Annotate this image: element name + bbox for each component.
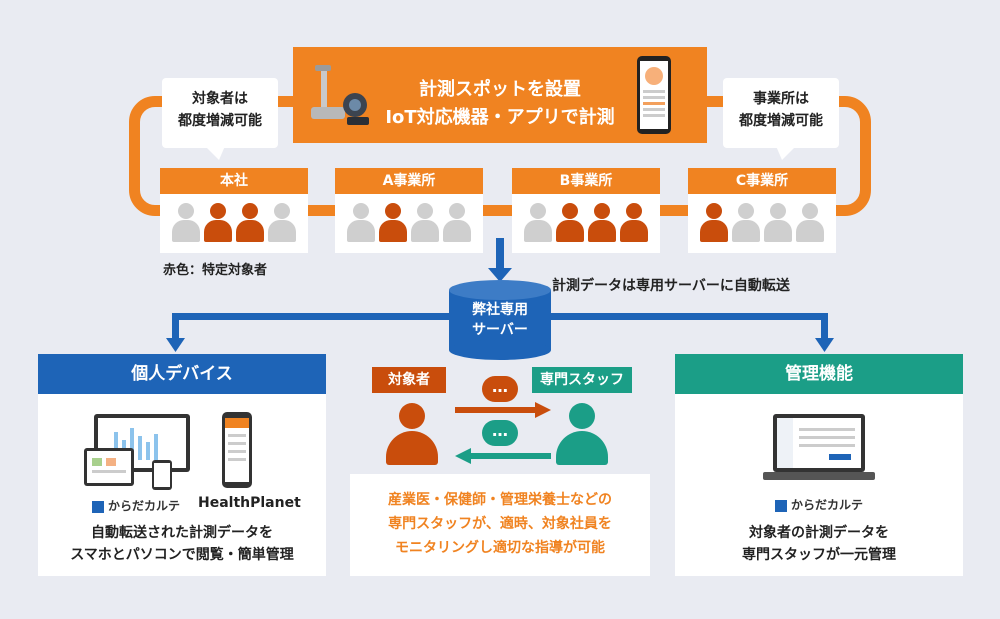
right-panel-caption: 対象者の計測データを 専門スタッフが一元管理: [675, 522, 963, 566]
personal-device-panel: 個人デバイス からだカルテ HealthPlanet 自動転送された計測データを…: [38, 354, 326, 576]
person-icon-target: [700, 203, 728, 243]
person-icon-target: [236, 203, 264, 243]
server-cylinder-icon: [449, 280, 551, 360]
person-icon: [732, 203, 760, 243]
phone-app-icon: [222, 412, 252, 488]
panel-title: 管理機能: [675, 354, 963, 394]
left-bubble-tail: [205, 146, 225, 160]
left-bubble-line1: 対象者は: [192, 91, 248, 107]
chat-bubble-icon: …: [482, 420, 518, 446]
office-people: [688, 203, 836, 243]
middle-caption-box: 産業医・保健師・管理栄養士などの 専門スタッフが、適時、対象社員を モニタリング…: [350, 474, 650, 576]
right-bubble-tail: [776, 146, 796, 160]
caption-line3: モニタリングし適切な指導が可能: [395, 540, 605, 556]
office-c: C事業所: [688, 168, 836, 253]
measurement-spot-box: 計測スポットを設置 IoT対応機器・アプリで計測: [293, 47, 707, 143]
brand-logo-icon: [775, 499, 787, 512]
person-icon: [524, 203, 552, 243]
office-name: 本社: [160, 168, 308, 194]
brand-name: からだカルテ: [108, 499, 181, 513]
subject-person-icon: [386, 403, 438, 467]
transfer-note: 計測データは専用サーバーに自動転送: [552, 278, 790, 294]
office-honsha: 本社: [160, 168, 308, 253]
body-scale-icon: [311, 65, 369, 125]
middle-caption: 産業医・保健師・管理栄養士などの 専門スタッフが、適時、対象社員を モニタリング…: [350, 488, 650, 560]
office-people: [512, 203, 660, 243]
brand-name: からだカルテ: [791, 498, 864, 512]
left-bubble-line2: 都度増減可能: [178, 113, 262, 129]
panel-title: 個人デバイス: [38, 354, 326, 394]
server-label: 弊社専用 サーバー: [449, 300, 551, 340]
person-icon: [347, 203, 375, 243]
karada-karte-logo: からだカルテ: [92, 497, 180, 514]
office-people: [160, 203, 308, 243]
laptop-icon: [763, 414, 875, 480]
chat-bubble-icon: …: [482, 376, 518, 402]
person-icon: [764, 203, 792, 243]
subject-tag: 対象者: [372, 367, 446, 393]
legend-note: 赤色：特定対象者: [163, 263, 268, 278]
person-icon-target: [588, 203, 616, 243]
right-bubble-line2: 都度増減可能: [739, 113, 823, 129]
pc-and-tablet-icon: [84, 414, 190, 490]
staff-person-icon: [556, 403, 608, 467]
person-icon: [268, 203, 296, 243]
top-box-line2: IoT対応機器・アプリで計測: [385, 107, 615, 128]
office-name: B事業所: [512, 168, 660, 194]
person-icon-target: [379, 203, 407, 243]
down-arrow-icon: [488, 238, 512, 282]
right-arrow-icon: [455, 402, 551, 418]
caption-line1: 自動転送された計測データを: [91, 525, 273, 541]
left-arrow-icon: [455, 448, 551, 464]
office-name: A事業所: [335, 168, 483, 194]
healthplanet-logo: HealthPlanet: [198, 495, 301, 511]
caption-line2: 専門スタッフが、適時、対象社員を: [388, 516, 612, 532]
person-icon: [443, 203, 471, 243]
caption-line1: 対象者の計測データを: [749, 525, 889, 541]
right-down-arrow-icon: [815, 316, 834, 352]
office-name: C事業所: [688, 168, 836, 194]
person-icon: [172, 203, 200, 243]
office-people: [335, 203, 483, 243]
caption-line1: 産業医・保健師・管理栄養士などの: [388, 492, 612, 508]
right-bubble-line1: 事業所は: [753, 91, 809, 107]
left-speech-bubble: 対象者は 都度増減可能: [162, 78, 278, 148]
caption-line2: スマホとパソコンで閲覧・簡単管理: [70, 547, 294, 563]
server-line1: 弊社専用: [472, 302, 528, 318]
smartphone-app-icon: [637, 56, 671, 134]
person-icon: [796, 203, 824, 243]
caption-line2: 専門スタッフが一元管理: [742, 547, 896, 563]
person-icon-target: [620, 203, 648, 243]
management-panel: 管理機能 からだカルテ 対象者の計測データを 専門スタッフが一元管理: [675, 354, 963, 576]
office-b: B事業所: [512, 168, 660, 253]
server-line2: サーバー: [472, 322, 528, 338]
brand-logo-icon: [92, 500, 104, 513]
person-icon-target: [204, 203, 232, 243]
right-speech-bubble: 事業所は 都度増減可能: [723, 78, 839, 148]
left-down-arrow-icon: [166, 316, 185, 352]
staff-tag: 専門スタッフ: [532, 367, 632, 393]
top-box-line1: 計測スポットを設置: [419, 79, 581, 100]
office-a: A事業所: [335, 168, 483, 253]
person-icon-target: [556, 203, 584, 243]
karada-karte-logo: からだカルテ: [775, 496, 863, 513]
left-panel-caption: 自動転送された計測データを スマホとパソコンで閲覧・簡単管理: [38, 522, 326, 566]
person-icon: [411, 203, 439, 243]
